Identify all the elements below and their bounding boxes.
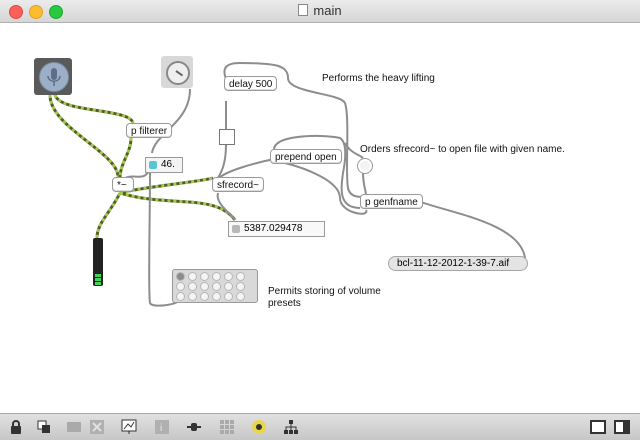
sfrecord-object[interactable]: sfrecord~ <box>212 177 264 192</box>
window-title: main <box>0 3 640 18</box>
filename-message-box[interactable]: bcl-11-12-2012-1-39-7.aif <box>388 256 528 271</box>
preset-slot[interactable] <box>236 292 245 301</box>
patcher-canvas[interactable]: p filterer 46. *~ delay 500 prepend open… <box>0 23 640 413</box>
float-number-box-value: 5387.029478 <box>244 223 303 234</box>
preset-slot[interactable] <box>212 282 221 291</box>
meter-segment <box>95 282 101 285</box>
preset-slot[interactable] <box>224 272 233 281</box>
number-box-value: 46. <box>161 159 175 170</box>
prepend-open-object[interactable]: prepend open <box>270 149 342 164</box>
bottom-toolbar: i <box>0 413 640 440</box>
lock-icon[interactable] <box>8 419 24 435</box>
comment-presets: Permits storing of volume presets <box>268 286 381 310</box>
split-right-icon[interactable] <box>614 419 630 435</box>
preset-slot[interactable] <box>212 292 221 301</box>
volume-dial[interactable] <box>161 56 193 88</box>
p-filterer-object[interactable]: p filterer <box>126 123 173 138</box>
preset-slot[interactable] <box>224 282 233 291</box>
cancel-icon[interactable] <box>89 419 105 435</box>
comment-heavy-lifting: Performs the heavy lifting <box>322 73 435 84</box>
bang-button[interactable] <box>357 158 373 174</box>
preset-slot[interactable] <box>176 292 185 301</box>
toggle[interactable] <box>219 129 235 145</box>
hierarchy-icon[interactable] <box>283 419 299 435</box>
patch-icons-icon[interactable] <box>66 419 82 435</box>
title-bar: main <box>0 0 640 23</box>
minimize-window-button[interactable] <box>29 5 43 19</box>
grid-icon[interactable] <box>219 419 235 435</box>
comment-presets-line2: presets <box>268 298 301 309</box>
microphone-icon <box>39 62 69 92</box>
svg-text:i: i <box>160 423 162 434</box>
meter-segment <box>95 274 101 277</box>
microphone-glyph <box>47 68 61 86</box>
meter-segment <box>95 278 101 281</box>
preset-slot[interactable] <box>200 282 209 291</box>
number-box-indicator <box>149 161 157 169</box>
presentation-icon[interactable] <box>121 419 137 435</box>
number-box[interactable]: 46. <box>145 157 183 173</box>
comment-orders-sfrecord: Orders sfrecord~ to open file with given… <box>360 144 565 155</box>
preset-slot[interactable] <box>176 282 185 291</box>
slider-icon[interactable] <box>186 419 202 435</box>
document-icon <box>298 4 309 16</box>
comment-presets-line1: Permits storing of volume <box>268 286 381 297</box>
preset-grid[interactable] <box>172 269 258 303</box>
preset-slot[interactable] <box>200 272 209 281</box>
preset-slot[interactable] <box>176 272 185 281</box>
preset-slot[interactable] <box>236 282 245 291</box>
preset-slot[interactable] <box>236 272 245 281</box>
adc-microphone-button[interactable] <box>34 58 72 95</box>
preset-slot[interactable] <box>188 272 197 281</box>
close-window-button[interactable] <box>9 5 23 19</box>
color-icon[interactable] <box>251 419 267 435</box>
patch-cords <box>48 61 526 307</box>
level-meter <box>93 238 103 286</box>
p-genfname-object[interactable]: p genfname <box>360 194 423 209</box>
window-title-text: main <box>313 3 342 18</box>
preset-slot[interactable] <box>188 292 197 301</box>
info-icon[interactable]: i <box>154 419 170 435</box>
new-object-icon[interactable] <box>36 419 52 435</box>
preset-slot[interactable] <box>212 272 221 281</box>
split-left-icon[interactable] <box>590 419 606 435</box>
preset-slot[interactable] <box>200 292 209 301</box>
delay-object[interactable]: delay 500 <box>224 76 278 91</box>
float-number-box[interactable]: 5387.029478 <box>228 221 325 237</box>
preset-slot[interactable] <box>224 292 233 301</box>
zoom-window-button[interactable] <box>49 5 63 19</box>
preset-slot[interactable] <box>188 282 197 291</box>
multiply-signal-object[interactable]: *~ <box>112 177 134 192</box>
float-number-box-indicator <box>232 225 240 233</box>
signal-cord[interactable] <box>53 94 135 124</box>
